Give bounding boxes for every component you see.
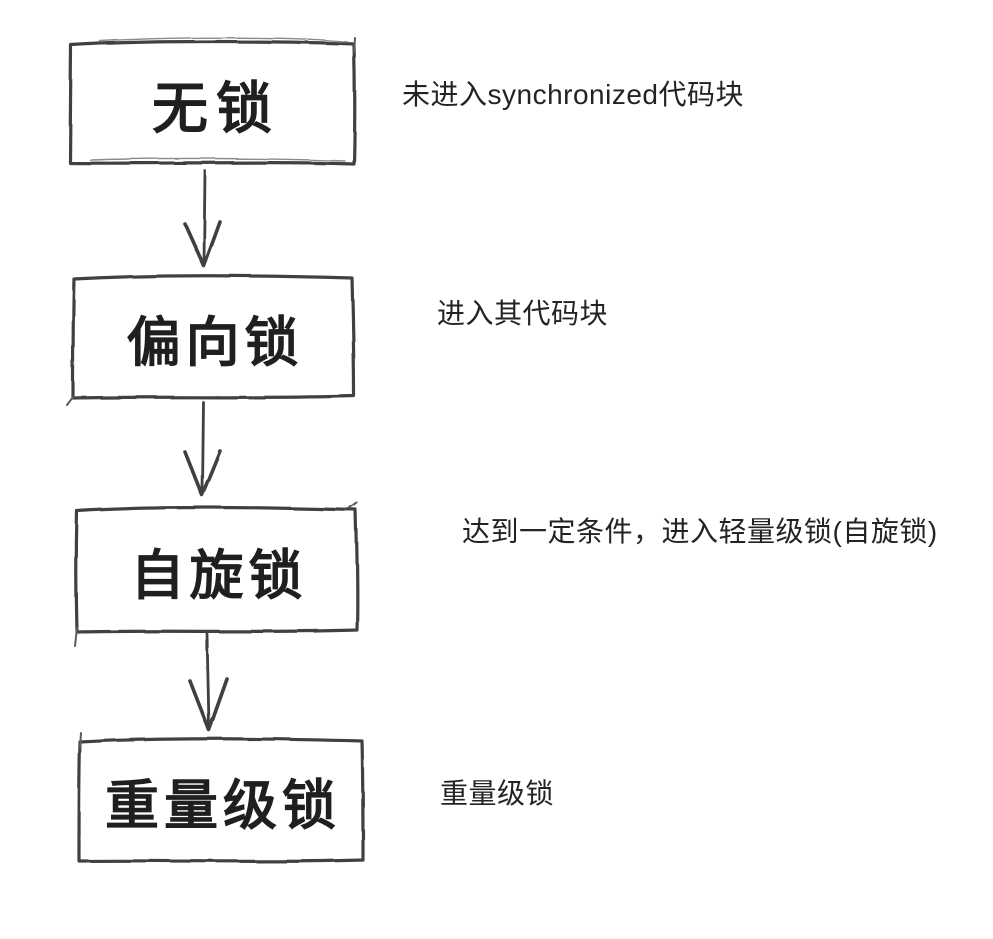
state-box-spin-lock <box>74 505 360 634</box>
state-label-biased-lock: 偏向锁 <box>126 312 304 373</box>
sketch-overshoot <box>79 732 82 749</box>
arrow-no-lock-to-biased-shaft <box>202 169 207 264</box>
sketch-doubled-stroke <box>99 37 349 43</box>
annotation-heavyweight-lock: 重量级锁 <box>440 778 555 809</box>
sketch-overshoot <box>66 396 74 406</box>
state-label-spin-lock: 自旋锁 <box>130 545 308 606</box>
arrow-spin-to-heavyweight-head <box>188 677 229 732</box>
state-label-no-lock: 无锁 <box>152 76 280 140</box>
sketch-overshoot <box>74 627 78 647</box>
sketch-overshoot <box>353 37 356 53</box>
state-box-no-lock <box>68 39 357 166</box>
state-label-heavyweight-lock: 重量级锁 <box>105 776 341 836</box>
state-box-biased-lock <box>71 274 356 400</box>
sketch-overshoot <box>349 502 358 509</box>
annotation-no-lock: 未进入synchronized代码块 <box>402 79 744 110</box>
arrow-biased-to-spin-head <box>183 449 222 497</box>
annotation-spin-lock: 达到一定条件，进入轻量级锁(自旋锁) <box>462 516 938 547</box>
arrow-no-lock-to-biased-head <box>183 220 222 268</box>
sketch-doubled-stroke <box>89 157 346 162</box>
annotation-biased-lock: 进入其代码块 <box>437 298 609 329</box>
arrow-biased-to-spin-shaft <box>200 400 205 493</box>
state-box-heavyweight-lock <box>77 737 365 863</box>
arrow-spin-to-heavyweight-shaft <box>205 632 211 728</box>
